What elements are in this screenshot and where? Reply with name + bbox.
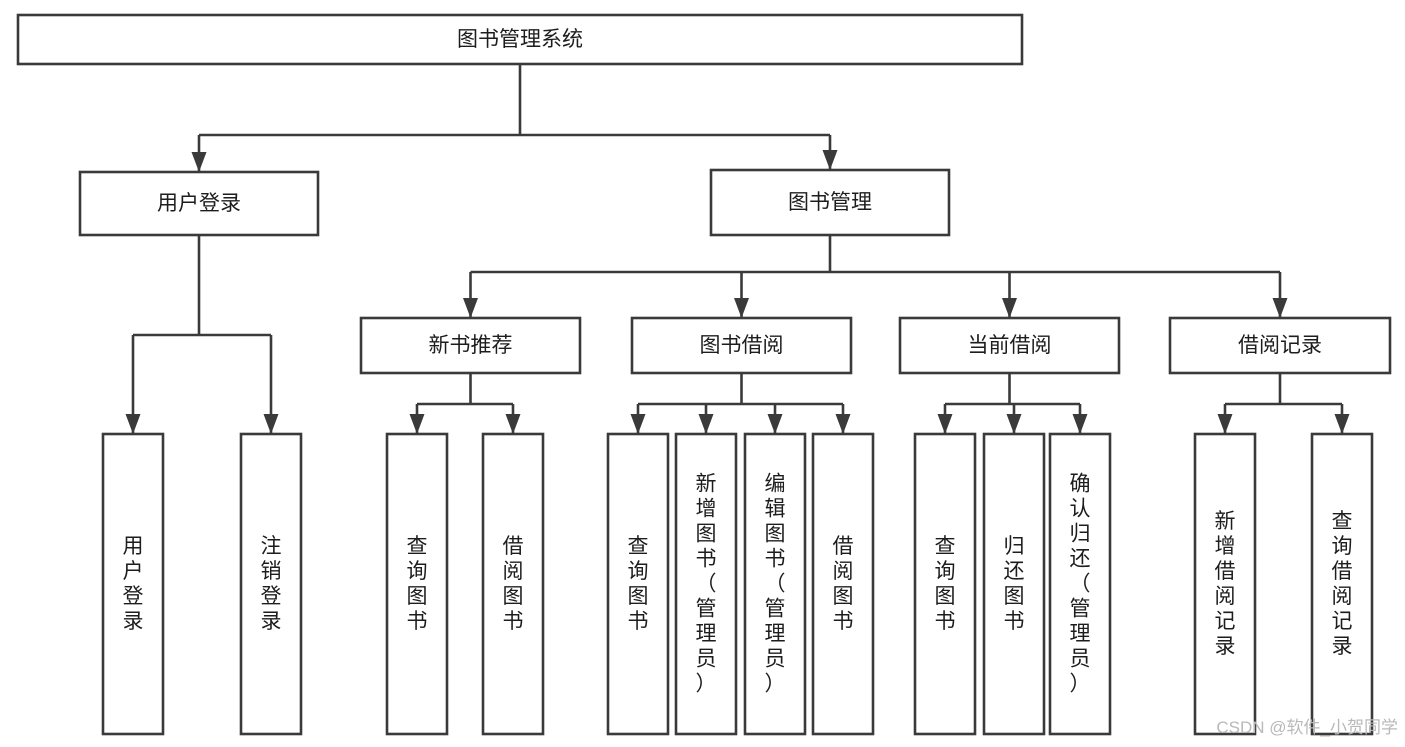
node-leaf-查询图书-8[interactable]: 查询图书: [913, 432, 977, 736]
node-label: 借阅图书: [833, 535, 854, 633]
node-box[interactable]: [1310, 432, 1374, 736]
arrow-head-icon-新增图书管理员: [698, 414, 714, 434]
node-box[interactable]: [674, 432, 738, 736]
node-label: 当前借阅: [968, 334, 1052, 357]
node-root-图书管理系统[interactable]: 图书管理系统: [16, 13, 1024, 66]
node-leaf-注销登录-1[interactable]: 注销登录: [239, 432, 303, 736]
node-leaf-新增图书管理员-5[interactable]: 新增图书（管理员）: [674, 432, 738, 736]
arrow-head-icon-查询借阅记录: [1334, 414, 1350, 434]
node-leaf-查询借阅记录-12[interactable]: 查询借阅记录: [1310, 432, 1374, 736]
node-box[interactable]: [78, 170, 320, 237]
arrow-head-icon-借阅图书: [835, 414, 851, 434]
node-label: 编辑图书（管理员）: [765, 473, 786, 696]
node-box[interactable]: [385, 432, 449, 736]
csdn-watermark: CSDN @软件_小贺同学: [1216, 718, 1398, 737]
arrow-head-icon-借阅图书: [505, 414, 521, 434]
node-box[interactable]: [913, 432, 977, 736]
node-label: 查询借阅记录: [1332, 510, 1353, 658]
node-label: 新增图书（管理员）: [696, 473, 717, 696]
arrow-head-icon-新增借阅记录: [1217, 414, 1233, 434]
node-l2-用户登录-0[interactable]: 用户登录: [78, 170, 320, 237]
node-box[interactable]: [101, 432, 165, 736]
node-label: 查询图书: [628, 535, 649, 633]
node-leaf-用户登录-0[interactable]: 用户登录: [101, 432, 165, 736]
node-l3-借阅记录-3[interactable]: 借阅记录: [1168, 316, 1392, 375]
node-label: 确认归还（管理员）: [1070, 473, 1091, 696]
node-label: 用户登录: [123, 535, 144, 633]
arrow-head-icon-当前借阅: [1002, 298, 1017, 318]
node-label: 注销登录: [261, 535, 282, 633]
node-box[interactable]: [239, 432, 303, 736]
node-label: 新增借阅记录: [1215, 510, 1236, 658]
node-box[interactable]: [359, 316, 582, 375]
node-label: 用户登录: [157, 192, 241, 215]
node-leaf-借阅图书-3[interactable]: 借阅图书: [481, 432, 545, 736]
connector-layer: [125, 64, 1350, 434]
node-box[interactable]: [606, 432, 670, 736]
node-box[interactable]: [982, 432, 1046, 736]
node-leaf-归还图书-9[interactable]: 归还图书: [982, 432, 1046, 736]
node-box[interactable]: [1193, 432, 1257, 736]
arrow-head-icon-用户登录: [191, 152, 207, 172]
node-box[interactable]: [709, 168, 951, 237]
arrow-head-icon-归还图书: [1006, 414, 1022, 434]
node-layer: 图书管理系统用户登录图书管理新书推荐图书借阅当前借阅借阅记录用户登录注销登录查询…: [16, 13, 1392, 736]
node-l3-新书推荐-0[interactable]: 新书推荐: [359, 316, 582, 375]
node-leaf-查询图书-2[interactable]: 查询图书: [385, 432, 449, 736]
node-l3-图书借阅-1[interactable]: 图书借阅: [630, 316, 853, 375]
node-label: 借阅记录: [1238, 334, 1322, 357]
node-box[interactable]: [743, 432, 807, 736]
node-label: 借阅图书: [503, 535, 524, 633]
arrow-head-icon-图书管理: [822, 150, 838, 170]
arrow-head-icon-借阅记录: [1272, 298, 1288, 318]
node-box[interactable]: [481, 432, 545, 736]
node-box[interactable]: [16, 13, 1024, 66]
node-label: 新书推荐: [429, 334, 513, 357]
node-leaf-新增借阅记录-11[interactable]: 新增借阅记录: [1193, 432, 1257, 736]
arrow-head-icon-查询图书: [409, 414, 425, 434]
node-box[interactable]: [1048, 432, 1112, 736]
node-label: 图书借阅: [700, 334, 784, 357]
node-box[interactable]: [630, 316, 853, 375]
arrow-head-icon-查询图书: [937, 414, 953, 434]
arrow-head-icon-编辑图书管理员: [767, 414, 783, 434]
node-label: 查询图书: [935, 535, 956, 633]
node-l2-图书管理-1[interactable]: 图书管理: [709, 168, 951, 237]
node-box[interactable]: [898, 316, 1121, 375]
node-leaf-确认归还管理员-10[interactable]: 确认归还（管理员）: [1048, 432, 1112, 736]
node-leaf-查询图书-4[interactable]: 查询图书: [606, 432, 670, 736]
node-box[interactable]: [1168, 316, 1392, 375]
node-label: 图书管理系统: [457, 28, 583, 51]
node-l3-当前借阅-2[interactable]: 当前借阅: [898, 316, 1121, 375]
node-label: 图书管理: [788, 191, 872, 214]
node-box[interactable]: [811, 432, 875, 736]
arrow-head-icon-用户登录: [125, 414, 141, 434]
arrow-head-icon-确认归还管理员: [1072, 414, 1088, 434]
arrow-head-icon-查询图书: [630, 414, 646, 434]
arrow-head-icon-新书推荐: [463, 298, 478, 318]
node-label: 归还图书: [1004, 535, 1025, 633]
node-leaf-借阅图书-7[interactable]: 借阅图书: [811, 432, 875, 736]
node-leaf-编辑图书管理员-6[interactable]: 编辑图书（管理员）: [743, 432, 807, 736]
arrow-head-icon-图书借阅: [734, 298, 749, 318]
node-label: 查询图书: [407, 535, 428, 633]
arrow-head-icon-注销登录: [263, 414, 279, 434]
